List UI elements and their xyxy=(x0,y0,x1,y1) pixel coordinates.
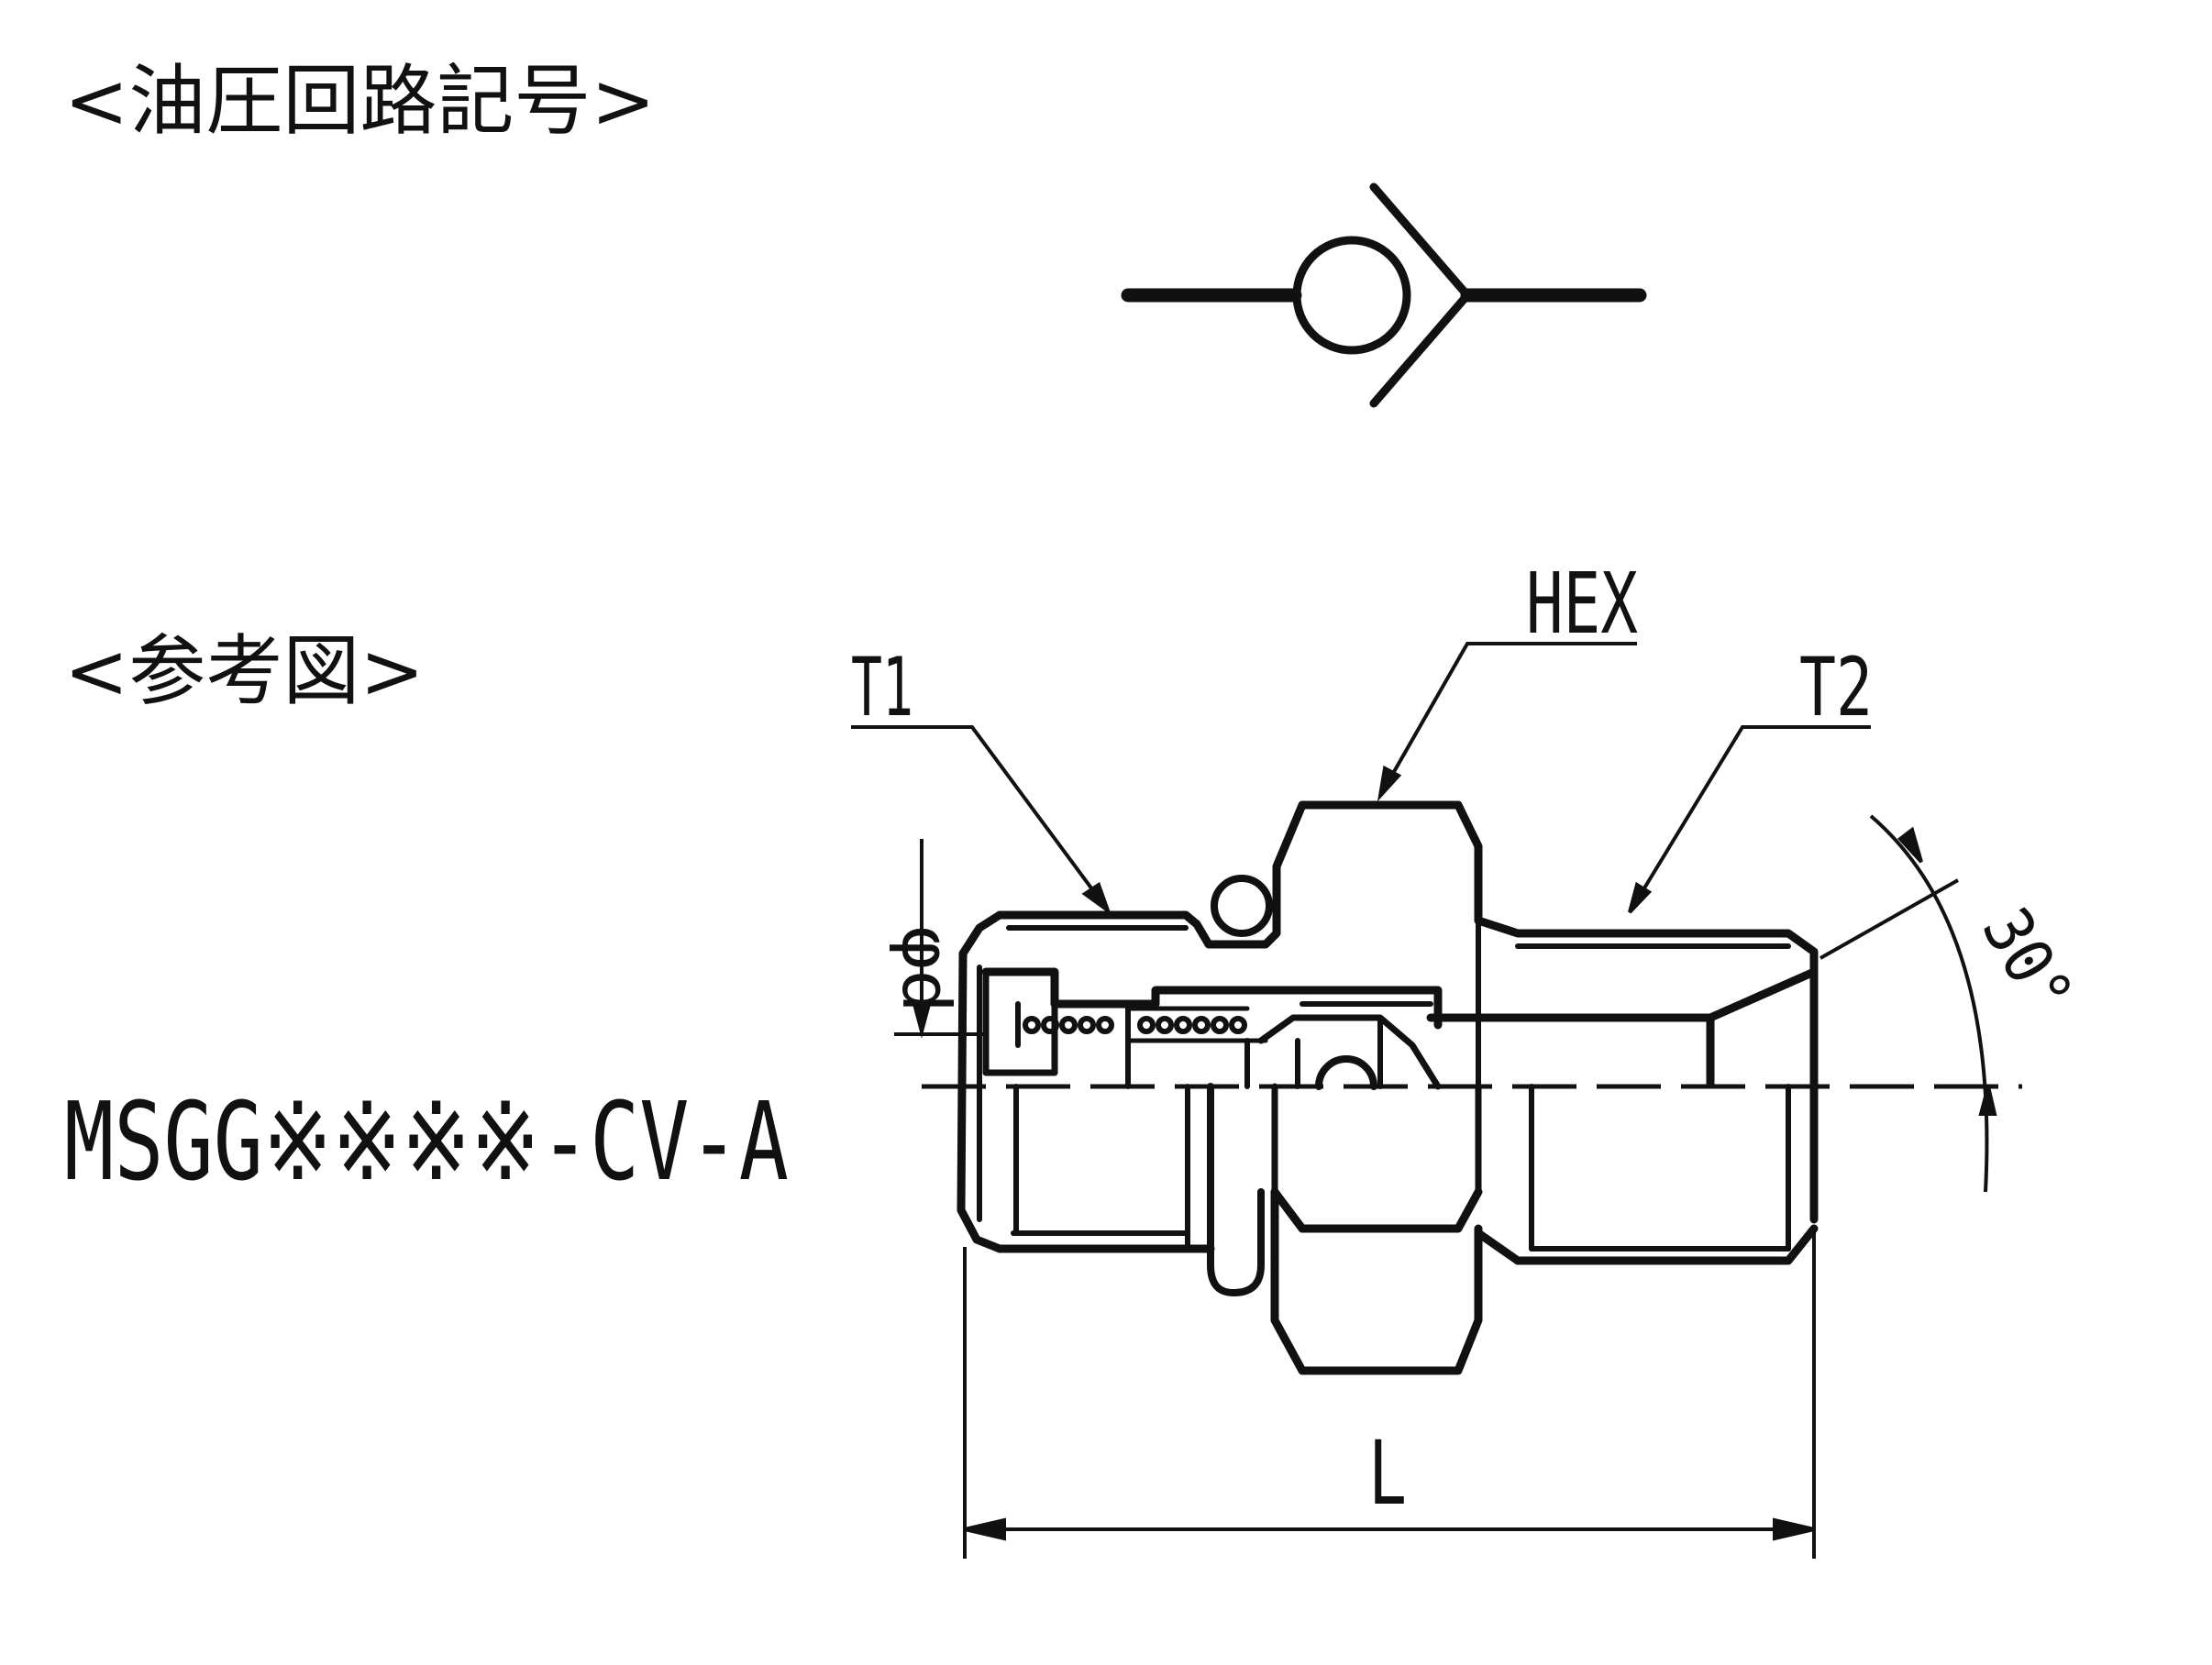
undercut-groove xyxy=(1207,1083,1265,1296)
o-ring xyxy=(1211,875,1273,937)
length-label: L xyxy=(1368,1422,1407,1525)
t2-leader xyxy=(1628,725,1871,914)
angle-ext-line xyxy=(1819,878,1959,960)
symbol-ball xyxy=(1292,236,1411,355)
reference-drawing-heading: <参考図> xyxy=(64,626,425,716)
t1-leader xyxy=(851,725,1110,912)
hex-bottom xyxy=(1270,1224,1483,1375)
check-valve-symbol xyxy=(1121,182,1647,408)
angle-arc xyxy=(1869,814,1989,1193)
right-chamfer xyxy=(1706,967,1819,1022)
left-end-outline xyxy=(957,949,1004,1253)
retainer-lower xyxy=(982,968,1058,1076)
t2-arrowhead xyxy=(1628,881,1653,914)
right-lower-outline xyxy=(1474,1224,1819,1265)
angle-arrow-top xyxy=(1897,826,1923,864)
upper-outline xyxy=(958,800,1819,1224)
fitting-section xyxy=(957,800,1819,1375)
symbol-seat xyxy=(1369,182,1472,408)
model-number: MSGG※※※※-CV-A xyxy=(64,1078,789,1205)
annotations xyxy=(851,642,1997,1559)
poppet-seat xyxy=(1257,1014,1442,1090)
check-ball xyxy=(1315,1055,1377,1090)
t1-label: T1 xyxy=(851,640,913,734)
t1-arrowhead xyxy=(1081,881,1112,916)
hex-label: HEX xyxy=(1526,555,1638,653)
hydraulic-symbol-heading: <油圧回路記号> xyxy=(64,56,656,146)
t2-label: T2 xyxy=(1799,640,1873,734)
length-arrow-right xyxy=(1773,1517,1815,1541)
length-arrow-left xyxy=(964,1517,1006,1541)
hex-arrowhead xyxy=(1377,765,1402,802)
bore-label: φd xyxy=(888,926,965,1013)
spring xyxy=(1023,1016,1247,1034)
hex-leader xyxy=(1378,642,1637,797)
hex-lower xyxy=(1270,1187,1483,1233)
bore-arrowhead xyxy=(912,1002,932,1039)
retainer xyxy=(981,967,1443,1030)
angle-label: 30° xyxy=(1967,896,2088,1028)
angle-arrow-bottom xyxy=(1978,1086,1997,1116)
